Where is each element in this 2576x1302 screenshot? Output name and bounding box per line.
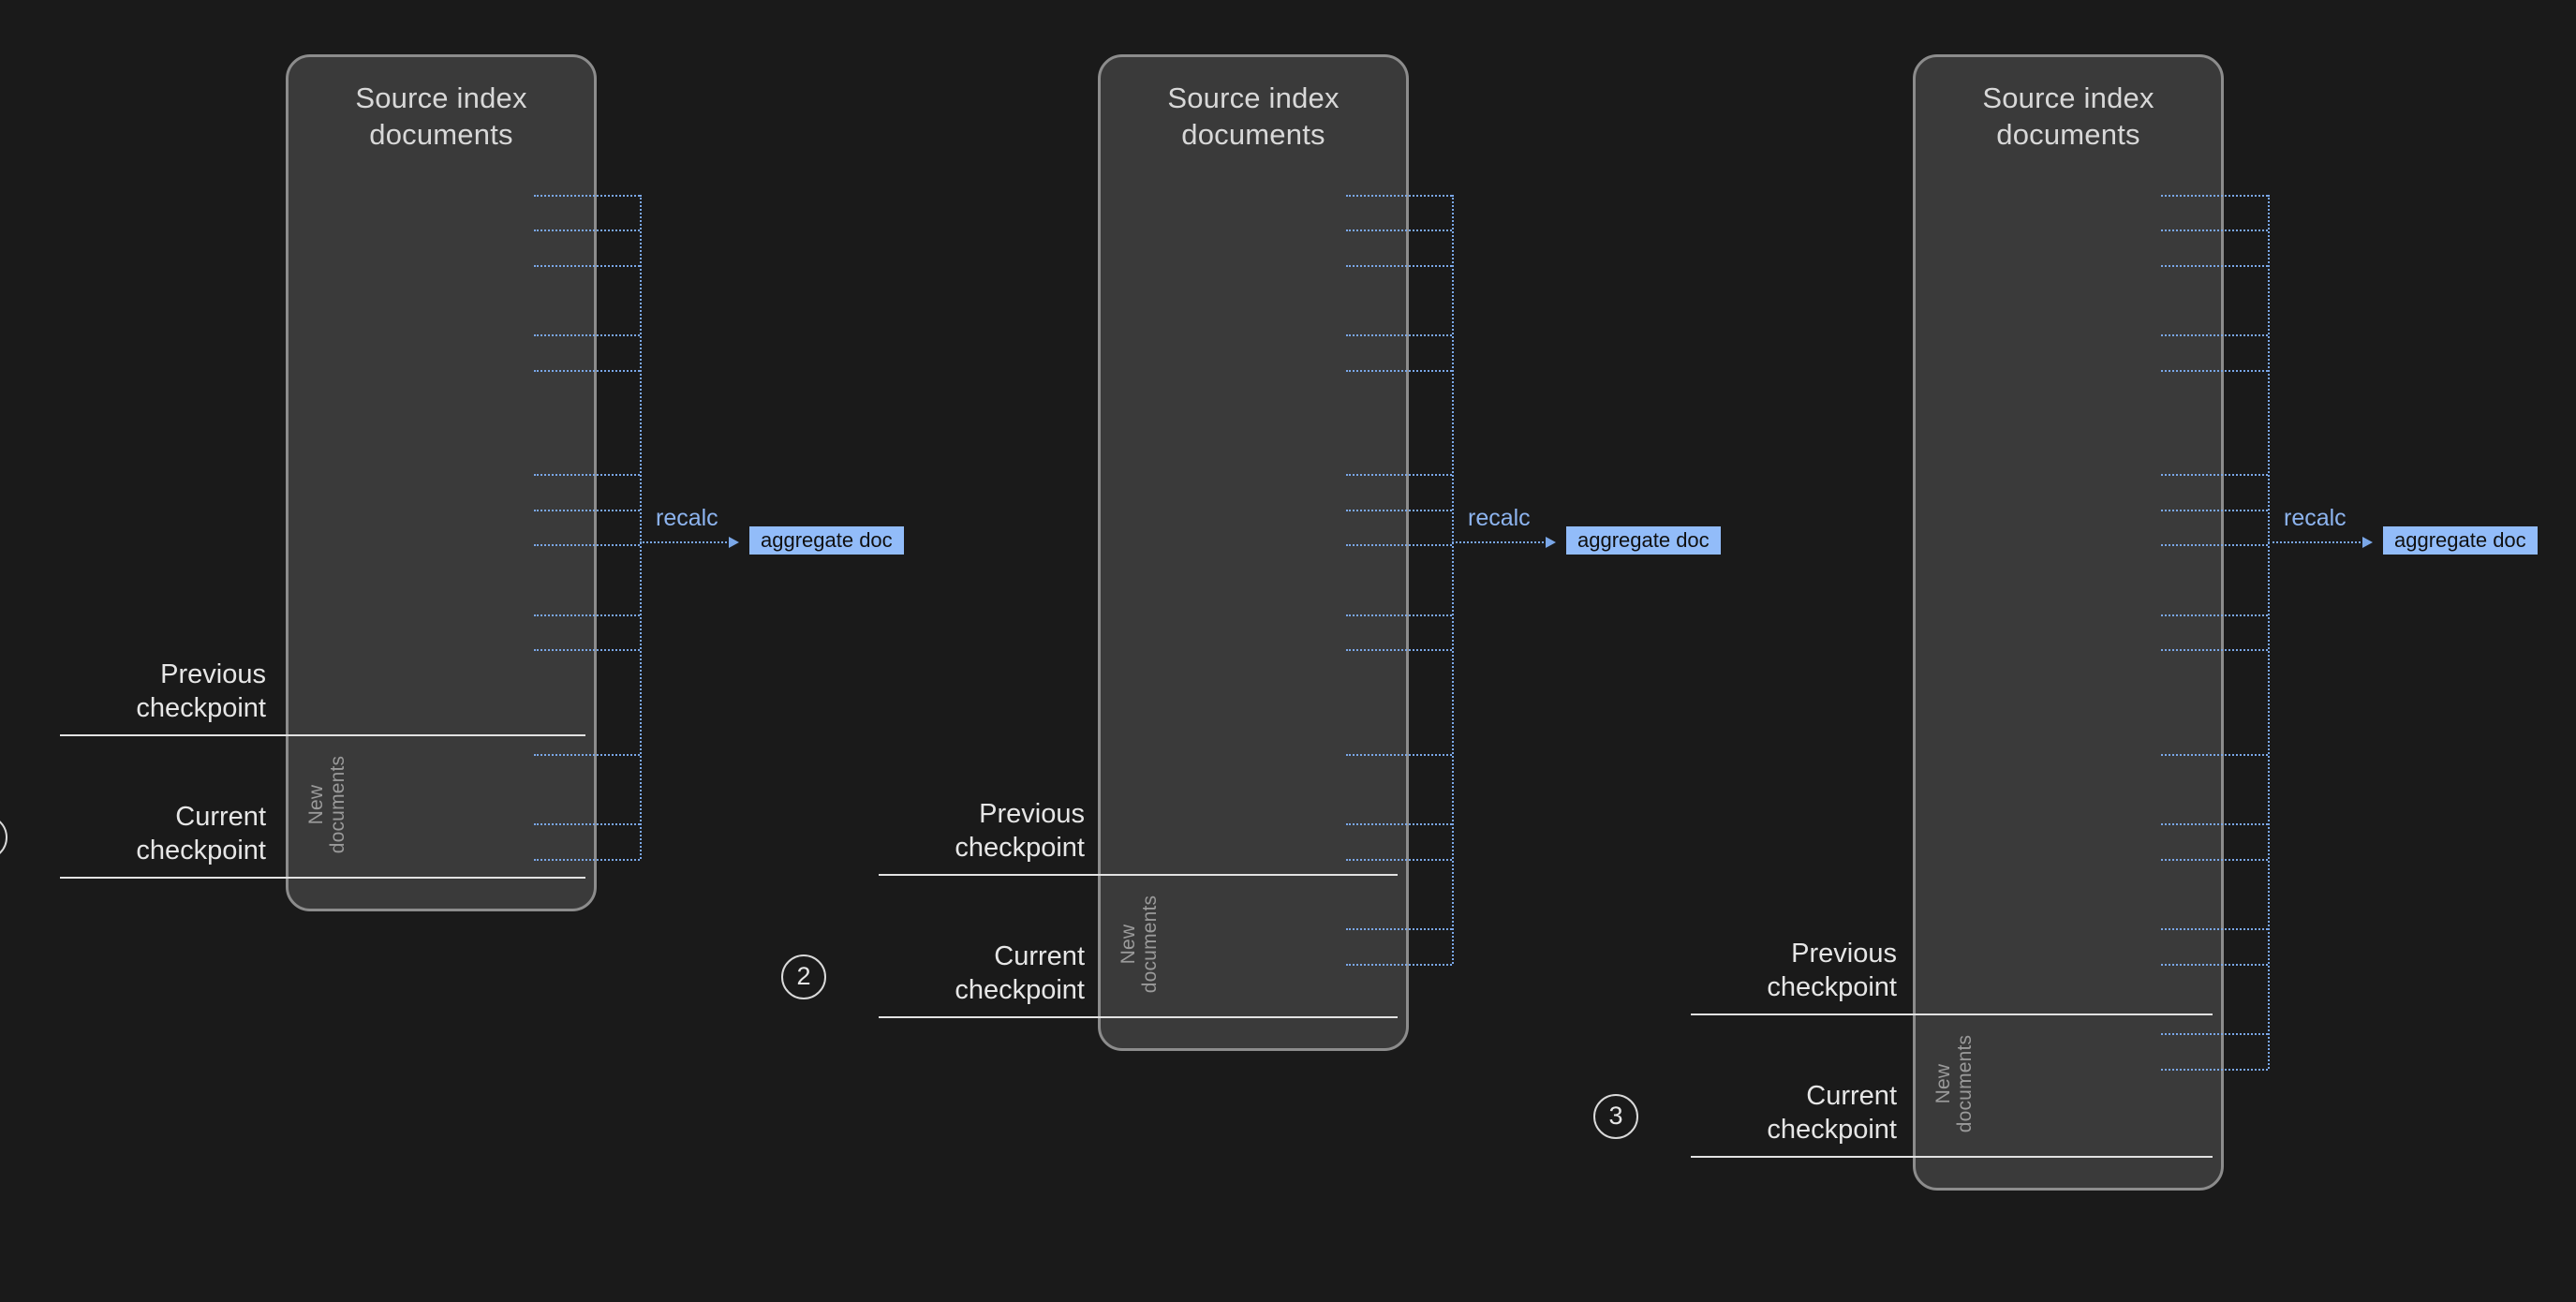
row-connector-line bbox=[534, 823, 640, 826]
source-index-panel-3: Source index documents bbox=[1913, 54, 2224, 1191]
panel-title-3: Source index documents bbox=[1982, 81, 2154, 151]
row-connector-line bbox=[534, 858, 640, 861]
recalc-label-1: recalc bbox=[656, 505, 718, 531]
panel-title-2: Source index documents bbox=[1167, 81, 1340, 151]
row-connector-line bbox=[2161, 1068, 2268, 1071]
row-connector-line bbox=[534, 195, 640, 197]
recalc-arrowhead-2 bbox=[1546, 537, 1556, 548]
row-connector-line bbox=[2161, 753, 2268, 756]
row-connector-line bbox=[2161, 823, 2268, 826]
row-connector-line bbox=[2161, 648, 2268, 651]
previous-checkpoint-label-3: Previous checkpoint bbox=[1767, 939, 1897, 1003]
row-connector-line bbox=[1346, 823, 1452, 826]
aggregation-bus-line bbox=[2268, 195, 2270, 1069]
row-connector-line bbox=[2161, 474, 2268, 477]
recalc-label-3: recalc bbox=[2284, 505, 2347, 531]
row-connector-line bbox=[2161, 544, 2268, 546]
aggregate-doc-box-1: aggregate doc bbox=[749, 526, 904, 555]
previous-checkpoint-line-1 bbox=[60, 733, 585, 736]
step-number-circle-2: 2 bbox=[781, 954, 826, 999]
step-number-circle-1: 1 bbox=[0, 814, 7, 860]
row-connector-line bbox=[534, 509, 640, 511]
row-connector-line bbox=[2161, 509, 2268, 511]
row-connector-line bbox=[2161, 614, 2268, 616]
row-connector-line bbox=[1346, 753, 1452, 756]
row-connector-line bbox=[1346, 229, 1452, 232]
recalc-arrowhead-3 bbox=[2362, 537, 2373, 548]
recalc-arrow-line-1 bbox=[640, 541, 731, 543]
row-connector-line bbox=[2161, 928, 2268, 931]
row-connector-line bbox=[1346, 544, 1452, 546]
row-connector-line bbox=[2161, 229, 2268, 232]
current-checkpoint-line-1 bbox=[60, 876, 585, 879]
row-connector-line bbox=[2161, 334, 2268, 337]
current-checkpoint-label-3: Current checkpoint bbox=[1767, 1081, 1897, 1146]
row-connector-line bbox=[2161, 858, 2268, 861]
recalc-arrowhead-1 bbox=[729, 537, 739, 548]
row-connector-line bbox=[1346, 509, 1452, 511]
row-connector-line bbox=[1346, 369, 1452, 372]
panel-title-1: Source index documents bbox=[355, 81, 527, 151]
row-connector-line bbox=[534, 264, 640, 267]
row-connector-line bbox=[534, 544, 640, 546]
row-connector-line bbox=[1346, 264, 1452, 267]
row-connector-line bbox=[534, 648, 640, 651]
aggregation-bus-line bbox=[640, 195, 642, 859]
aggregation-bus-line bbox=[1452, 195, 1454, 964]
row-connector-line bbox=[534, 753, 640, 756]
row-connector-line bbox=[2161, 264, 2268, 267]
row-connector-line bbox=[1346, 928, 1452, 931]
current-checkpoint-label-1: Current checkpoint bbox=[136, 801, 266, 866]
row-connector-line bbox=[534, 229, 640, 232]
recalc-arrow-line-2 bbox=[1452, 541, 1547, 543]
source-index-panel-2: Source index documents bbox=[1098, 54, 1409, 1051]
previous-checkpoint-line-2 bbox=[879, 874, 1398, 876]
row-connector-line bbox=[1346, 648, 1452, 651]
row-connector-line bbox=[2161, 369, 2268, 372]
recalc-arrow-line-3 bbox=[2268, 541, 2364, 543]
source-index-panel-1: Source index documents bbox=[286, 54, 597, 911]
row-connector-line bbox=[1346, 963, 1452, 966]
new-documents-label-2: New documents bbox=[1117, 895, 1161, 994]
previous-checkpoint-label-1: Previous checkpoint bbox=[136, 658, 266, 723]
row-connector-line bbox=[1346, 334, 1452, 337]
new-documents-label-1: New documents bbox=[304, 755, 348, 854]
row-connector-line bbox=[534, 474, 640, 477]
aggregate-doc-box-2: aggregate doc bbox=[1566, 526, 1721, 555]
aggregate-doc-box-3: aggregate doc bbox=[2383, 526, 2538, 555]
row-connector-line bbox=[534, 334, 640, 337]
previous-checkpoint-line-3 bbox=[1691, 1013, 2213, 1016]
current-checkpoint-line-2 bbox=[879, 1015, 1398, 1018]
row-connector-line bbox=[2161, 963, 2268, 966]
row-connector-line bbox=[1346, 614, 1452, 616]
row-connector-line bbox=[1346, 195, 1452, 197]
new-documents-label-3: New documents bbox=[1932, 1034, 1976, 1133]
row-connector-line bbox=[2161, 195, 2268, 197]
step-number-circle-3: 3 bbox=[1593, 1094, 1638, 1140]
current-checkpoint-line-3 bbox=[1691, 1156, 2213, 1159]
row-connector-line bbox=[2161, 1033, 2268, 1036]
row-connector-line bbox=[534, 369, 640, 372]
recalc-label-2: recalc bbox=[1468, 505, 1531, 531]
row-connector-line bbox=[1346, 858, 1452, 861]
current-checkpoint-label-2: Current checkpoint bbox=[955, 940, 1085, 1005]
row-connector-line bbox=[1346, 474, 1452, 477]
row-connector-line bbox=[534, 614, 640, 616]
previous-checkpoint-label-2: Previous checkpoint bbox=[955, 799, 1085, 863]
